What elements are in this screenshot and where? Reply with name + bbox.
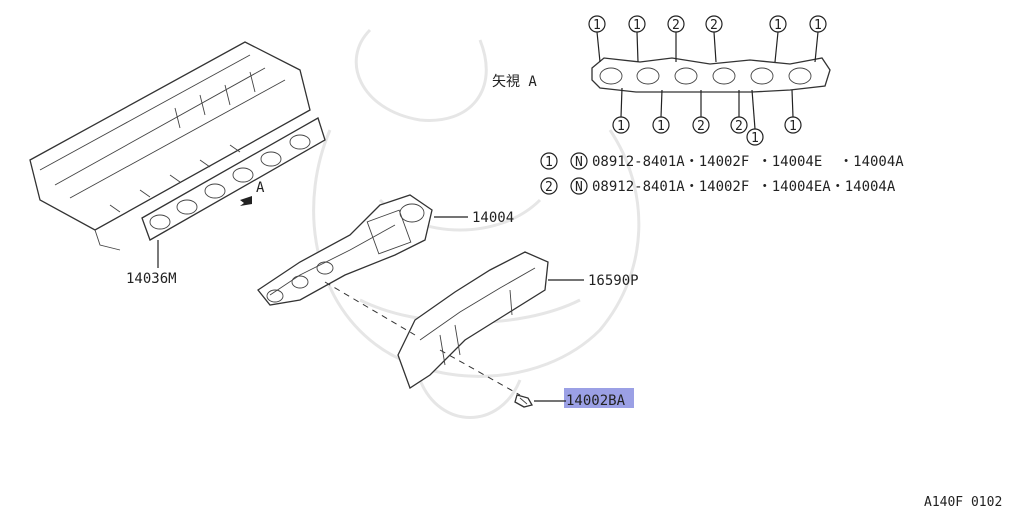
- bolt-num: 1: [593, 18, 601, 33]
- bolt-num: 1: [751, 131, 759, 146]
- heat-shield-part-number: 16590P: [588, 273, 639, 289]
- legend-text: 08912-8401A・14002F ・14004EA・14004A: [592, 179, 896, 195]
- bolt-num: 1: [789, 119, 797, 134]
- bolt-num: 2: [710, 18, 718, 33]
- nut-n-icon: N: [575, 180, 583, 195]
- gasket-drawing: [141, 117, 326, 241]
- cylinder-head-drawing: [29, 41, 311, 251]
- stud-part-number[interactable]: 14002BA: [566, 393, 626, 409]
- bolt-num: 1: [617, 119, 625, 134]
- bolt-num: 1: [633, 18, 641, 33]
- bottom-bolt-callouts: 1 1 2 2 1 1: [612, 87, 802, 146]
- view-arrow-icon: [240, 196, 252, 206]
- legend-row-1: 1 N 08912-8401A・14002F ・14004E ・14004A: [540, 152, 904, 170]
- top-bolt-callouts: 1 1 2 2 1 1: [588, 15, 827, 63]
- bolt-num: 2: [697, 119, 705, 134]
- bolt-num: 2: [735, 119, 743, 134]
- bolt-num: 1: [814, 18, 822, 33]
- bolt-num: 1: [774, 18, 782, 33]
- stud-bolt-drawing: [514, 394, 533, 408]
- svg-text:2: 2: [545, 180, 553, 195]
- view-a-flange-drawing: [591, 57, 831, 93]
- view-a-label: 矢視 A: [492, 74, 537, 90]
- manifold-part-number: 14004: [472, 210, 514, 226]
- heat-shield-drawing: [397, 251, 549, 389]
- gasket-part-number: 14036M: [126, 271, 177, 287]
- legend-row-2: 2 N 08912-8401A・14002F ・14004EA・14004A: [540, 177, 896, 195]
- exhaust-manifold-drawing: [257, 194, 433, 306]
- bolt-num: 1: [657, 119, 665, 134]
- svg-text:1: 1: [545, 155, 553, 170]
- view-arrow-label: A: [256, 180, 265, 196]
- stud-highlight[interactable]: [564, 388, 634, 408]
- figure-code: A140F 0102: [924, 495, 1002, 510]
- legend-text: 08912-8401A・14002F ・14004E ・14004A: [592, 154, 904, 170]
- bolt-num: 2: [672, 18, 680, 33]
- nut-n-icon: N: [575, 155, 583, 170]
